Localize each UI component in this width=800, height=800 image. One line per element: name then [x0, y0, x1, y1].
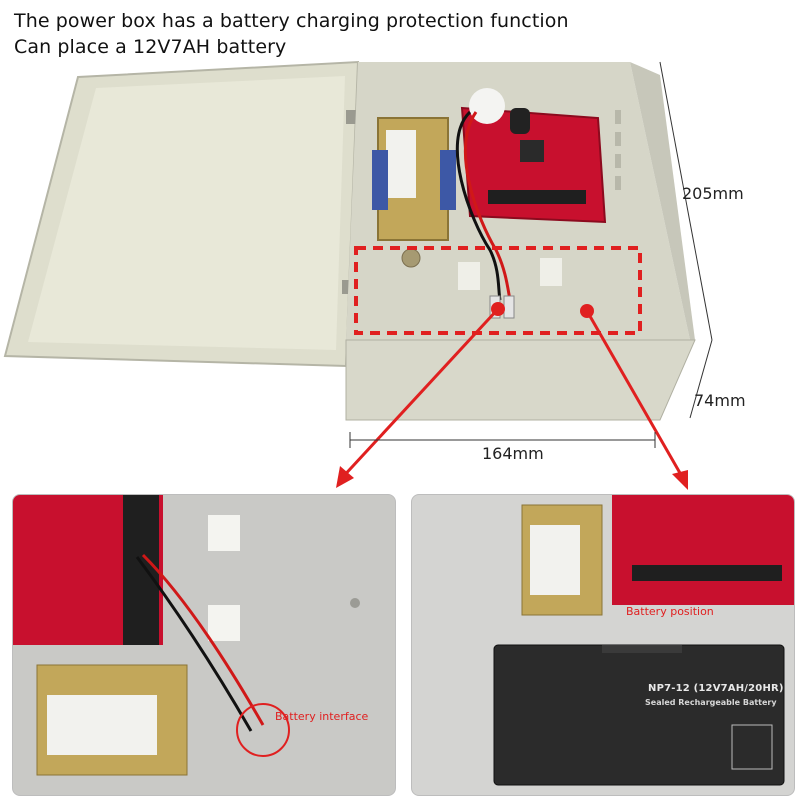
- vent-slots: [615, 110, 621, 190]
- relay: [520, 140, 544, 162]
- battery: [493, 644, 785, 786]
- mounting-screw: [401, 248, 421, 268]
- hinge-bottom: [342, 280, 352, 294]
- dimension-height: 205mm: [682, 184, 744, 203]
- caption-line-1: The power box has a battery charging pro…: [14, 10, 569, 32]
- tab-closeup-2: [208, 605, 240, 641]
- terminal-closeup: [123, 495, 159, 645]
- red-wire: [463, 111, 512, 301]
- arrow-line-right: [585, 310, 686, 481]
- battery-position-closeup: [493, 495, 794, 786]
- interface-highlight-circle: [236, 703, 290, 757]
- tab-closeup-1: [208, 515, 240, 551]
- dimension-depth: 74mm: [694, 391, 746, 410]
- mounting-tab-2: [540, 258, 562, 286]
- arrow-head-left: [336, 466, 354, 488]
- dim-line-height: [659, 61, 713, 341]
- dim-line-depth: [689, 339, 713, 419]
- battery-interface-closeup: [13, 495, 360, 776]
- black-wire: [455, 110, 502, 301]
- transformer-coil-left: [372, 150, 388, 210]
- battery-terminal-2: [503, 295, 515, 319]
- box-right-wall: [630, 62, 695, 340]
- recycle-symbol: [731, 724, 773, 770]
- transformer-coil-right: [440, 150, 456, 210]
- detail-panel-battery-position: [411, 494, 795, 796]
- caption-line-2: Can place a 12V7AH battery: [14, 36, 287, 58]
- screw-hole: [350, 598, 360, 608]
- terminal-block: [488, 190, 586, 204]
- battery-subtitle-label: Sealed Rechargeable Battery: [645, 698, 777, 707]
- control-pcb: [460, 106, 607, 224]
- battery-model-label: NP7-12 (12V7AH/20HR): [648, 683, 784, 694]
- capacitor: [510, 108, 530, 134]
- hinge-top: [346, 110, 356, 124]
- arrow-head-right: [672, 470, 688, 490]
- battery-position-label: Battery position: [626, 605, 714, 618]
- battery-area-highlight: [354, 246, 642, 335]
- dimension-width: 164mm: [482, 444, 544, 463]
- pcb-closeup-right: [612, 495, 794, 605]
- box-front-wall: [345, 339, 696, 421]
- cable-grommet: [469, 88, 505, 124]
- arrow-line-left: [338, 307, 500, 482]
- mounting-tab-1: [458, 262, 480, 290]
- transformer-closeup-label: [47, 695, 157, 755]
- detail-panel-battery-interface: [12, 494, 396, 796]
- lid-inner-panel: [28, 76, 345, 350]
- transformer-label: [386, 130, 416, 198]
- battery-interface-label: Battery interface: [275, 710, 369, 723]
